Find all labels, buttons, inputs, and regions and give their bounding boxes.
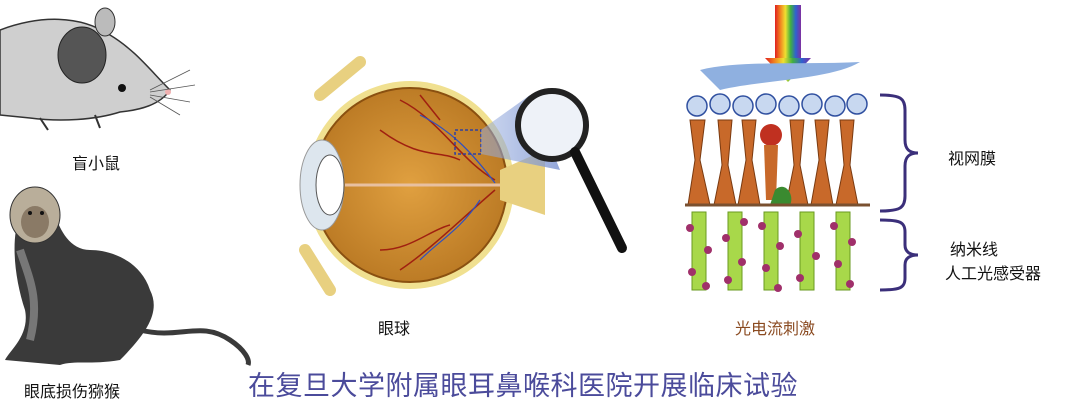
eyeball-image (299, 56, 627, 296)
monkey-image (5, 186, 251, 366)
nanowire-label: 纳米线 (950, 240, 999, 259)
nanowire-array (691, 211, 851, 291)
mouse-image (0, 7, 196, 131)
photocurrent-label: 光电流刺激 (735, 319, 816, 338)
retina-label: 视网膜 (948, 149, 997, 168)
retina-bracket (879, 93, 919, 213)
monkey-label: 眼底损伤猕猴 (24, 382, 121, 401)
artificial-photoreceptor-label: 人工光感受器 (945, 264, 1042, 283)
nanowire-bracket (879, 218, 919, 292)
magnifier-icon (515, 88, 589, 162)
retina-diagram (685, 62, 870, 292)
eyeball-label: 眼球 (378, 319, 411, 338)
clinical-trial-caption: 在复旦大学附属眼耳鼻喉科医院开展临床试验 (248, 371, 798, 402)
mouse-label: 盲小鼠 (72, 154, 121, 173)
